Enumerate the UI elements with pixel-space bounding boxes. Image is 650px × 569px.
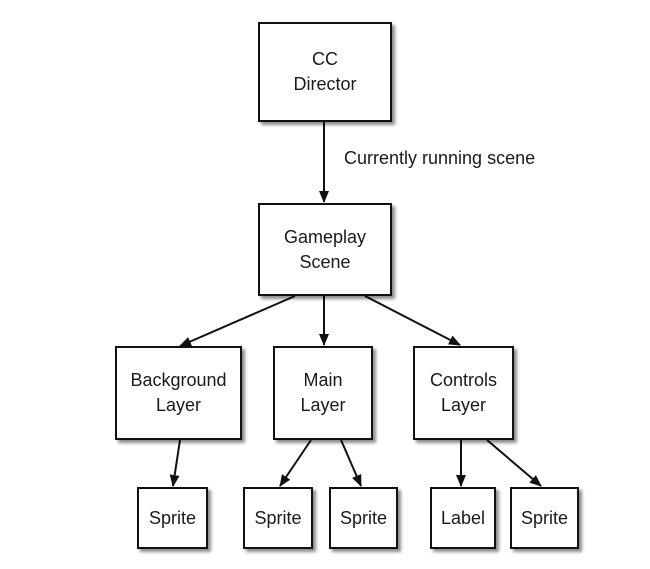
node-gameplay-scene: Gameplay Scene: [258, 203, 392, 296]
node-background-sprite: Sprite: [137, 487, 208, 549]
arrow-background-layer-to-sprite: [169, 439, 181, 487]
arrow-scene-to-controls-layer: [364, 295, 461, 346]
arrow-main-layer-to-sprite-2: [340, 439, 362, 487]
node-controls-sprite: Sprite: [510, 487, 579, 549]
node-controls-label-text: Label: [440, 507, 486, 528]
node-background-layer-line2: Layer: [155, 395, 202, 415]
node-cc-director-line2: Director: [293, 74, 357, 94]
arrow-controls-layer-to-sprite: [486, 439, 542, 487]
node-main-sprite-1-label: Sprite: [254, 507, 302, 528]
arrow-scene-to-background-layer: [179, 295, 296, 347]
node-cc-director: CC Director: [258, 22, 392, 122]
edge-label-currently-running-scene: Currently running scene: [344, 148, 536, 168]
node-gameplay-scene-line1: Gameplay: [283, 226, 367, 247]
node-gameplay-scene-line2: Scene: [299, 251, 351, 272]
node-main-layer-line1: Main: [303, 370, 343, 390]
node-controls-layer-line2: Layer: [440, 395, 487, 415]
node-background-layer-line1: Background: [130, 370, 227, 390]
node-background-sprite-label: Sprite: [148, 507, 197, 528]
node-main-layer-line2: Layer: [300, 395, 346, 415]
node-controls-sprite-label: Sprite: [520, 507, 569, 528]
node-controls-label: Label: [430, 487, 496, 549]
node-main-sprite-2: Sprite: [329, 487, 398, 549]
node-main-layer: Main Layer: [273, 346, 373, 440]
node-cc-director-line1: CC: [312, 49, 338, 69]
node-main-sprite-2-label: Sprite: [339, 507, 388, 528]
node-controls-layer-line1: Controls: [429, 370, 498, 390]
node-background-layer: Background Layer: [115, 346, 242, 440]
node-controls-layer: Controls Layer: [413, 346, 514, 440]
node-main-sprite-1: Sprite: [243, 487, 313, 549]
arrow-main-layer-to-sprite-1: [279, 439, 312, 487]
